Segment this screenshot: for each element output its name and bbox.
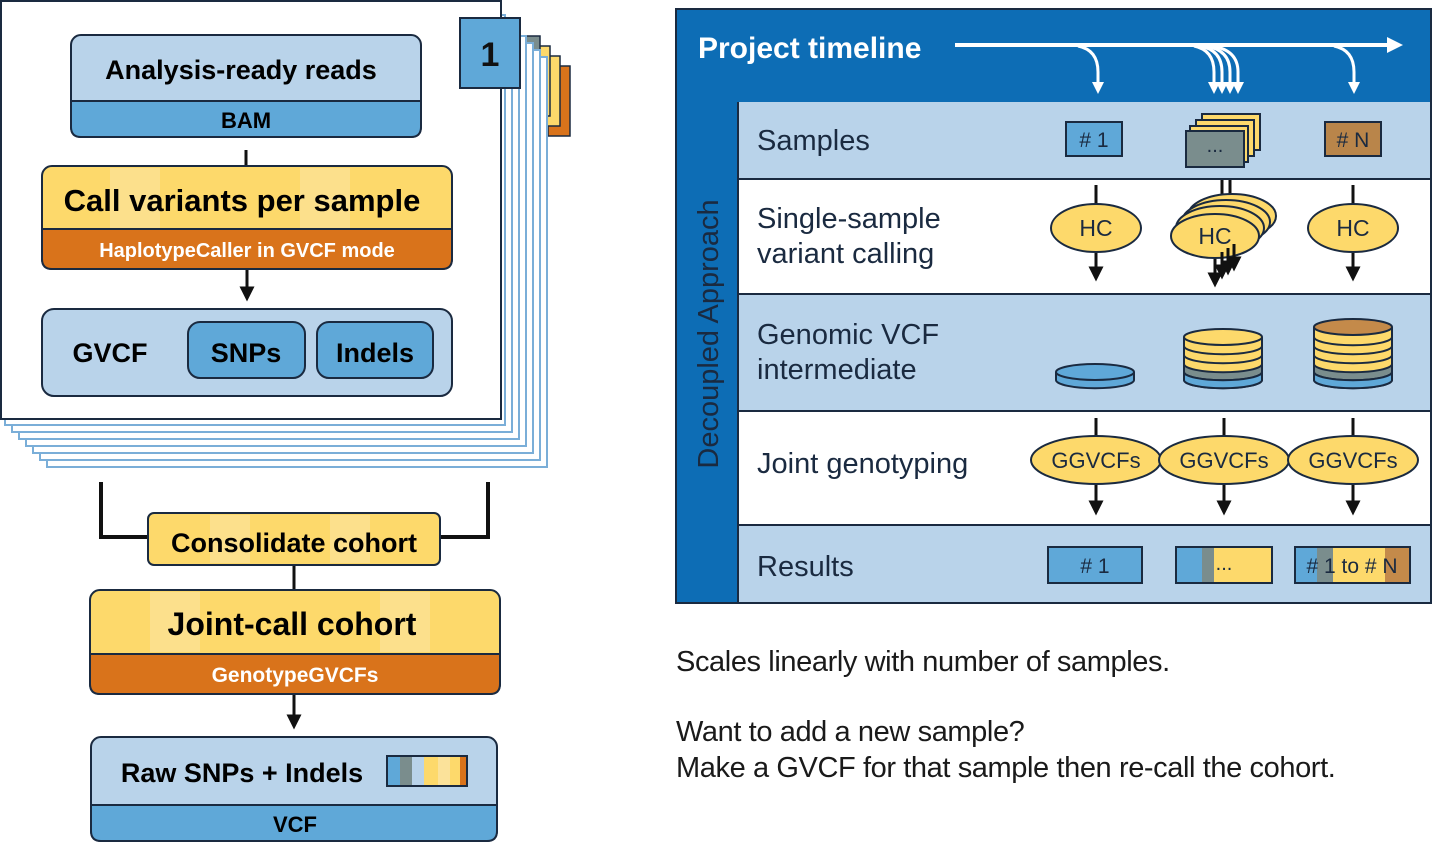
ggvcfs-more-label: GGVCFs	[1179, 448, 1268, 473]
hc-first	[1050, 203, 1142, 253]
gvcf-disc-first	[1055, 363, 1135, 390]
timeline-panel: Project timeline Decoupled Approach Samp…	[675, 8, 1432, 604]
consolidate-box: Consolidate cohort	[147, 512, 441, 566]
sample-more	[1185, 130, 1245, 168]
sample-more-label: ...	[1207, 135, 1224, 157]
reads-box: Analysis-ready reads BAM	[70, 34, 422, 138]
joint-call-tool: GenotypeGVCFs	[212, 664, 379, 687]
row-single-1: Single-sample	[757, 203, 941, 235]
scaling-note: Scales linearly with number of samples.	[676, 646, 1170, 678]
sample-number-tab	[459, 17, 521, 89]
row-joint: Joint genotyping	[757, 448, 968, 480]
sample-number: 1	[481, 36, 500, 74]
reads-format: BAM	[221, 108, 271, 133]
hc-last	[1307, 203, 1399, 253]
timeline-header	[676, 9, 1431, 102]
gvcf-box: GVCF SNPs Indels	[41, 308, 453, 397]
side-label-column	[676, 102, 738, 603]
reads-title: Analysis-ready reads	[105, 55, 377, 85]
multi-sample-swatch	[386, 755, 468, 787]
raw-variants-format: VCF	[273, 812, 317, 837]
raw-variants-title: Raw SNPs + Indels	[121, 758, 363, 788]
result-first	[1047, 546, 1143, 584]
add-sample-instruction: Make a GVCF for that sample then re-call…	[676, 752, 1336, 784]
ggvcfs-last-label: GGVCFs	[1308, 448, 1397, 473]
call-variants-title: Call variants per sample	[64, 183, 421, 218]
sample-last-label: # N	[1337, 129, 1370, 152]
row-genomic-1: Genomic VCF	[757, 319, 939, 351]
hc-last-label: HC	[1336, 215, 1369, 241]
row-genomic-2: intermediate	[757, 354, 917, 386]
hc-first-label: HC	[1079, 215, 1112, 241]
consolidate-label: Consolidate cohort	[171, 528, 417, 558]
timeline-title: Project timeline	[698, 32, 921, 65]
sample-first	[1065, 121, 1123, 157]
result-first-label: # 1	[1080, 555, 1109, 578]
call-variants-tool: HaplotypeCaller in GVCF mode	[99, 240, 395, 262]
hc-more-label: HC	[1198, 223, 1231, 249]
side-label: Decoupled Approach	[693, 199, 725, 468]
indels-chip	[316, 321, 434, 379]
snps-chip	[187, 321, 306, 379]
sample-last	[1324, 121, 1382, 157]
row-samples: Samples	[757, 125, 870, 157]
row-single-2: variant calling	[757, 238, 934, 270]
call-variants-box: Call variants per sample HaplotypeCaller…	[41, 165, 453, 270]
joint-call-title: Joint-call cohort	[168, 606, 417, 642]
sample-first-label: # 1	[1079, 129, 1108, 152]
row-results: Results	[757, 551, 854, 583]
gvcf-label: GVCF	[72, 338, 147, 368]
result-last-label: # 1 to # N	[1306, 555, 1397, 578]
indels-label: Indels	[336, 338, 414, 368]
gvcf-disc-last	[1313, 318, 1393, 390]
ggvcfs-first-label: GGVCFs	[1051, 448, 1140, 473]
ggvcfs-last	[1287, 435, 1419, 485]
gvcf-disc-more	[1183, 328, 1263, 390]
hc-more	[1170, 213, 1260, 259]
result-more-label: ...	[1216, 553, 1233, 575]
snps-label: SNPs	[211, 338, 282, 368]
result-last	[1294, 546, 1411, 584]
joint-call-box: Joint-call cohort GenotypeGVCFs	[89, 589, 501, 695]
add-sample-question: Want to add a new sample?	[676, 716, 1025, 748]
result-more	[1175, 546, 1273, 584]
raw-variants-box: Raw SNPs + Indels VCF	[90, 736, 498, 842]
